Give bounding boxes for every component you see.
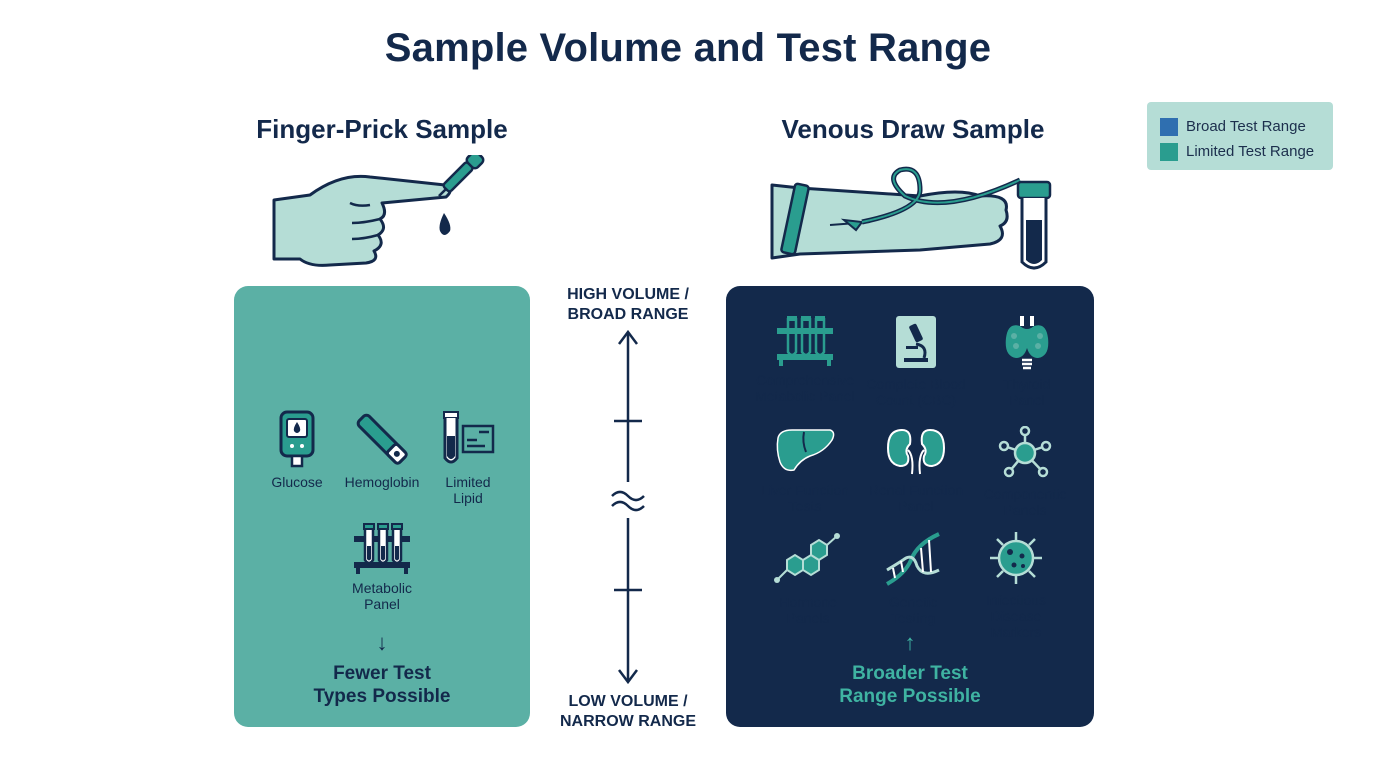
lipid-tube-icon [443, 411, 495, 464]
finger-prick-title: Finger-Prick Sample [256, 114, 508, 144]
kidneys-icon [886, 428, 946, 475]
item-label: Renal Function Panel [868, 482, 964, 514]
page-title: Sample Volume and Test Range [384, 26, 992, 70]
item-label: Liver Function Tests [761, 482, 849, 514]
venous-draw-title: Venous Draw Sample [781, 114, 1045, 144]
item-label: Infectious Disease Markers [986, 592, 1046, 640]
legend-label-limited: Limited Test Range [1186, 143, 1315, 160]
legend: Broad Test Range Limited Test Range [1147, 102, 1333, 170]
item-cbc: Complete Blood Count (CBC) [856, 314, 976, 408]
item-limited-lipid: Limited Lipid [428, 410, 508, 506]
item-label: Hormone Panels [779, 594, 837, 626]
glucose-meter-icon [279, 410, 315, 468]
left-conclusion: Fewer Test Types Possible [313, 663, 451, 707]
legend-item-broad: Broad Test Range [1160, 114, 1333, 139]
item-label: Comprehensive Metabolic Panel [755, 372, 855, 404]
item-label: Glucose [271, 474, 323, 490]
down-arrow-icon: ↓ [376, 630, 388, 655]
dna-icon [886, 532, 940, 586]
item-comprehensive-metabolic-panel: Comprehensive Metabolic Panel [745, 314, 865, 404]
axis-bottom-label: LOW VOLUME / NARROW RANGE [560, 693, 696, 730]
item-hemoglobin: Hemoglobin [337, 410, 427, 490]
item-infectious-disease-markers: Infectious Disease Markers [970, 530, 1062, 640]
legend-swatch-broad [1160, 117, 1178, 136]
finger-prick-panel [234, 286, 530, 727]
test-strip-icon [356, 413, 408, 465]
item-label: Thyroid Panel [1003, 376, 1051, 408]
item-thyroid-panel: Thyroid Panel [977, 314, 1077, 408]
virus-icon [990, 532, 1042, 584]
item-genetic-testing: Genetic Testing [868, 530, 958, 626]
item-metabolic-panel: Metabolic Panel [332, 522, 432, 612]
item-label: Componentic Panels [983, 486, 1067, 518]
item-label: Genetic Testing [888, 594, 938, 626]
venous-draw-arm-illustration [770, 166, 1052, 270]
test-tube-rack-icon [777, 316, 833, 366]
molecule-icon [998, 426, 1052, 478]
item-label: Complete Blood Count (CBC) [866, 376, 966, 408]
item-hormone-panels: Hormone Panels [758, 530, 858, 626]
microscope-icon [896, 316, 936, 368]
right-conclusion: Broader Test Range Possible [839, 663, 981, 707]
item-label: Metabolic Panel [352, 580, 412, 612]
item-renal-function-panel: Renal Function Panel [856, 426, 976, 514]
item-glucose: Glucose [257, 410, 337, 490]
volume-range-axis [611, 329, 645, 685]
up-arrow-icon: ↑ [904, 630, 916, 655]
thyroid-icon [1005, 316, 1049, 370]
item-label: Hemoglobin [344, 474, 420, 490]
legend-label-broad: Broad Test Range [1186, 118, 1306, 135]
finger-prick-hand-illustration [272, 155, 485, 267]
legend-swatch-limited [1160, 142, 1178, 161]
hormone-molecule-icon [774, 533, 840, 583]
item-componentic-panels: Componentic Panels [972, 426, 1078, 518]
axis-top-label: HIGH VOLUME / BROAD RANGE [567, 286, 689, 323]
liver-icon [776, 429, 835, 472]
item-liver-function-tests: Liver Function Tests [745, 426, 865, 514]
test-tube-rack-icon [354, 523, 410, 574]
item-label: Limited Lipid [445, 474, 491, 506]
legend-item-limited: Limited Test Range [1160, 139, 1333, 164]
